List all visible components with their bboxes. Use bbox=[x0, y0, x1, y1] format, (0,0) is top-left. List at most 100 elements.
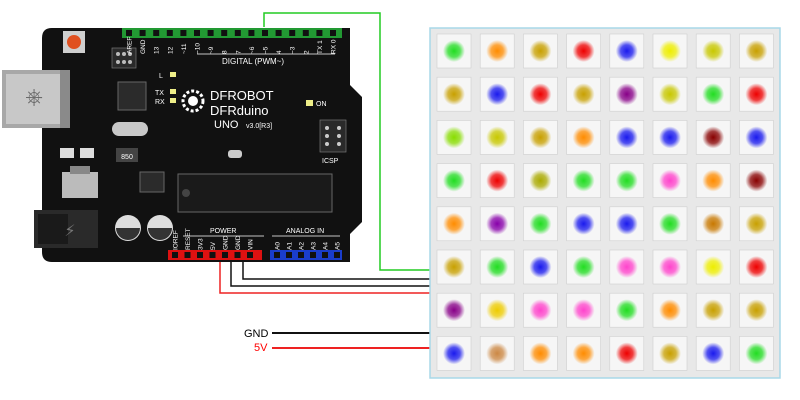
pin-hole bbox=[172, 252, 178, 258]
pin-hole bbox=[234, 30, 241, 36]
led-tx bbox=[170, 89, 176, 94]
matrix-led bbox=[739, 249, 774, 285]
matrix-led bbox=[479, 76, 515, 112]
matrix-led bbox=[652, 206, 688, 242]
lightning-icon: ⚡ bbox=[64, 221, 75, 240]
pin-label: RESET bbox=[185, 228, 192, 250]
pin-hole bbox=[194, 30, 200, 36]
matrix-led bbox=[739, 292, 774, 328]
pin-hole bbox=[330, 30, 336, 36]
pin-label: 4 bbox=[276, 50, 283, 54]
usb-icon: ⎈ bbox=[25, 85, 43, 110]
matrix-led bbox=[695, 76, 731, 112]
matrix-led bbox=[479, 292, 515, 328]
digital-header bbox=[122, 28, 342, 38]
pin-label: A3 bbox=[311, 242, 318, 250]
pin-label: 2 bbox=[303, 50, 310, 54]
pin-label: A0 bbox=[275, 242, 282, 250]
pin-hole bbox=[234, 252, 241, 258]
pin-hole bbox=[298, 252, 304, 258]
variant-label: UNO bbox=[214, 119, 239, 131]
pin-label: ~9 bbox=[208, 46, 215, 54]
matrix-led bbox=[436, 336, 472, 371]
voltage-regulator bbox=[62, 172, 98, 198]
pin-label: 3V3 bbox=[198, 238, 205, 250]
matrix-led bbox=[566, 292, 601, 328]
pin-hole bbox=[274, 252, 280, 258]
pin-label: 13 bbox=[154, 46, 161, 54]
signal-wire bbox=[263, 12, 430, 271]
led-on bbox=[306, 100, 313, 106]
matrix-led bbox=[652, 76, 688, 112]
matrix-led bbox=[739, 76, 774, 112]
pin-hole bbox=[222, 252, 228, 258]
arduino-board: ⎈ ⚡ 850 bbox=[2, 28, 362, 262]
matrix-led bbox=[695, 120, 731, 155]
pin-hole bbox=[289, 30, 296, 36]
matrix-led bbox=[739, 33, 774, 69]
pin-label: 7 bbox=[235, 50, 242, 54]
power-label: POWER bbox=[210, 228, 236, 235]
pin-label: ~11 bbox=[181, 43, 188, 54]
pin-label: TX 1 bbox=[317, 40, 324, 54]
matrix-led bbox=[566, 163, 601, 198]
matrix-led bbox=[566, 33, 601, 69]
board-5v-wire bbox=[219, 262, 430, 294]
led-l bbox=[170, 72, 176, 77]
power-jack: ⚡ bbox=[34, 210, 98, 248]
matrix-led bbox=[523, 206, 558, 242]
board-gnd2-wire bbox=[242, 262, 430, 280]
icsp-header bbox=[319, 119, 347, 153]
power-pin-holes bbox=[172, 252, 253, 258]
pin-label: GND bbox=[223, 235, 230, 250]
matrix-led bbox=[566, 120, 601, 155]
top-left-jumper bbox=[111, 47, 137, 69]
reset-button[interactable] bbox=[63, 31, 85, 53]
pin-hole bbox=[207, 30, 214, 36]
wires bbox=[219, 12, 430, 349]
pin-hole bbox=[221, 30, 228, 36]
pin-label: A4 bbox=[323, 242, 330, 250]
pin-label: GND bbox=[140, 39, 147, 54]
pin-hole bbox=[139, 30, 146, 36]
pin-hole bbox=[209, 252, 216, 258]
icsp-label: ICSP bbox=[322, 158, 339, 165]
smd-component bbox=[80, 148, 94, 158]
matrix-led bbox=[436, 120, 472, 155]
pin-hole bbox=[334, 252, 340, 258]
crystal-oscillator: 850 bbox=[112, 122, 148, 162]
tx-label: TX bbox=[155, 90, 164, 97]
board-gnd-wire bbox=[230, 262, 430, 287]
analog-label: ANALOG IN bbox=[286, 228, 324, 235]
matrix-led bbox=[436, 206, 472, 242]
pin-label: IOREF bbox=[173, 230, 180, 250]
pin-hole bbox=[166, 30, 173, 36]
matrix-led bbox=[479, 249, 515, 285]
matrix-led bbox=[609, 163, 645, 198]
matrix-led bbox=[695, 249, 731, 285]
matrix-led bbox=[566, 249, 601, 285]
matrix-led bbox=[609, 120, 645, 155]
pin-label: GND bbox=[235, 235, 242, 250]
small-chip bbox=[139, 171, 165, 193]
led-rx bbox=[170, 98, 176, 103]
pin-hole bbox=[286, 252, 292, 258]
matrix-led bbox=[695, 206, 731, 242]
matrix-led bbox=[523, 292, 558, 328]
matrix-led bbox=[523, 33, 558, 69]
pin-label: A2 bbox=[299, 242, 306, 250]
pin-hole bbox=[310, 252, 316, 258]
rx-label: RX bbox=[155, 99, 165, 106]
matrix-cells bbox=[436, 33, 774, 371]
digital-pin-holes bbox=[126, 30, 336, 36]
smd-component bbox=[60, 148, 74, 158]
pin-hole bbox=[184, 252, 191, 258]
matrix-led bbox=[609, 336, 645, 371]
matrix-led bbox=[652, 163, 688, 198]
pin-hole bbox=[322, 252, 328, 258]
matrix-led bbox=[523, 120, 558, 155]
